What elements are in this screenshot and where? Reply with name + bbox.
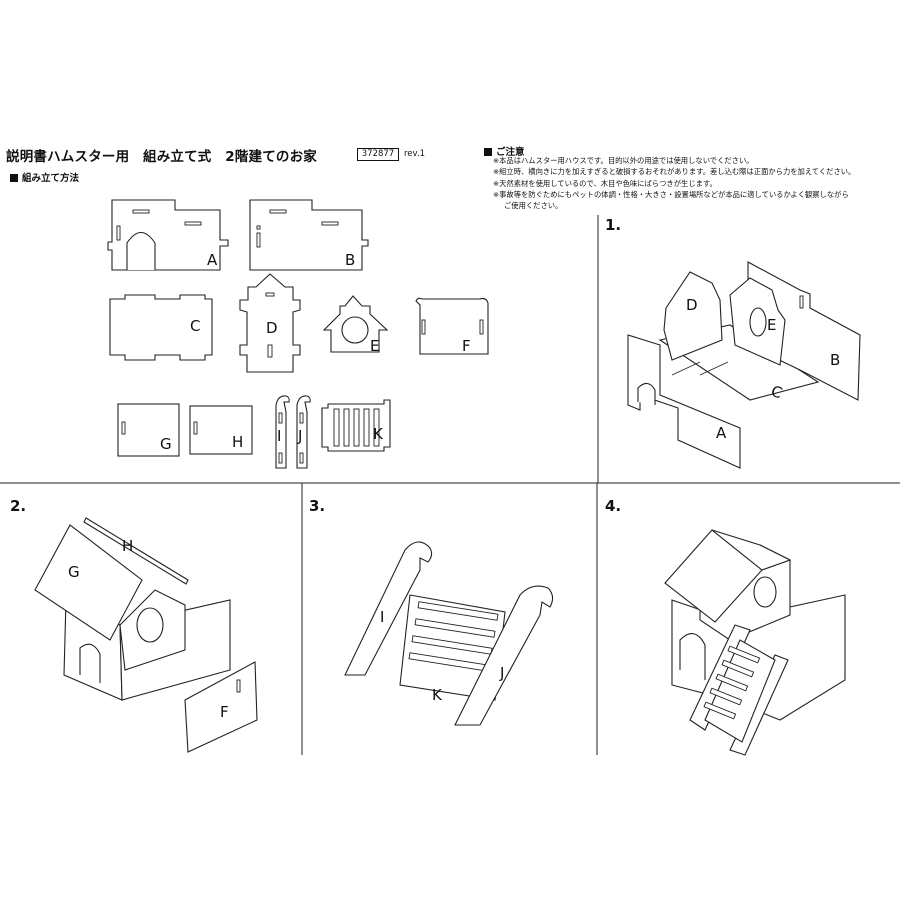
part-a: A bbox=[107, 199, 229, 271]
step1-label-e: E bbox=[767, 316, 776, 334]
part-g: G bbox=[117, 403, 180, 457]
step-2-diagram: G H F bbox=[34, 517, 258, 753]
product-code: 372877 bbox=[357, 148, 399, 161]
part-f: F bbox=[415, 297, 489, 355]
caution-note: ※天然素材を使用しているので、木目や色味にばらつきが生じます。 bbox=[493, 178, 717, 188]
step-3-diagram: I K J bbox=[344, 541, 554, 726]
caution-notes: ※本品はハムスター用ハウスです。目的以外の用途では使用しないでください。 ※組立… bbox=[493, 155, 855, 211]
step3-label-i: I bbox=[380, 608, 384, 626]
step-1-diagram: C B E D A bbox=[627, 261, 861, 469]
part-i: I bbox=[275, 395, 290, 469]
part-d: D bbox=[239, 273, 301, 373]
step-4-diagram bbox=[664, 529, 846, 756]
part-j-label: J bbox=[297, 427, 302, 445]
caution-note: ※本品はハムスター用ハウスです。目的以外の用途では使用しないでください。 bbox=[493, 156, 754, 165]
caution-note: ご使用ください。 bbox=[504, 201, 563, 211]
part-b: B bbox=[249, 199, 369, 271]
document-title: 説明書ハムスター用 組み立て式 2階建てのお家 bbox=[6, 149, 317, 165]
part-h: H bbox=[189, 405, 253, 455]
part-f-label: F bbox=[462, 337, 471, 355]
step-3-number: 3. bbox=[309, 497, 326, 515]
part-d-label: D bbox=[266, 319, 278, 337]
square-bullet-icon bbox=[484, 148, 492, 156]
step2-label-h: H bbox=[122, 537, 133, 555]
part-k: K bbox=[321, 399, 391, 452]
step2-label-g: G bbox=[68, 563, 80, 581]
part-k-label: K bbox=[373, 425, 384, 443]
assembly-section-label: 組み立て方法 bbox=[22, 173, 80, 184]
step-4-number: 4. bbox=[605, 497, 622, 515]
part-j: J bbox=[296, 395, 311, 469]
part-c-label: C bbox=[190, 317, 200, 335]
step-2-number: 2. bbox=[10, 497, 27, 515]
part-e: E bbox=[322, 295, 389, 355]
assembly-section-heading: 組み立て方法 bbox=[10, 170, 79, 184]
step1-label-a: A bbox=[716, 424, 727, 442]
step3-label-j: J bbox=[499, 664, 504, 682]
revision-label: rev.1 bbox=[404, 149, 426, 159]
part-b-label: B bbox=[345, 251, 355, 269]
caution-section-heading: ご注意 bbox=[484, 144, 525, 158]
step2-label-f: F bbox=[220, 703, 229, 721]
square-bullet-icon bbox=[10, 174, 18, 182]
step1-label-b: B bbox=[830, 351, 840, 369]
caution-note: ※組立時、横向きに力を加えすぎると破損するおそれがあります。差し込む際は正面から… bbox=[493, 167, 856, 177]
caution-section-label: ご注意 bbox=[496, 147, 525, 158]
part-g-label: G bbox=[160, 435, 172, 453]
step-1-number: 1. bbox=[605, 216, 622, 234]
part-c: C bbox=[109, 294, 213, 361]
part-e-label: E bbox=[370, 337, 379, 355]
step1-label-d: D bbox=[686, 296, 698, 314]
caution-note: ※事故等を防ぐためにもペットの体調・性格・大きさ・設置場所などが本品に適している… bbox=[493, 189, 849, 199]
part-h-label: H bbox=[232, 433, 243, 451]
part-i-label: I bbox=[277, 427, 281, 445]
part-a-label: A bbox=[207, 251, 218, 269]
step3-label-k: K bbox=[432, 686, 443, 704]
